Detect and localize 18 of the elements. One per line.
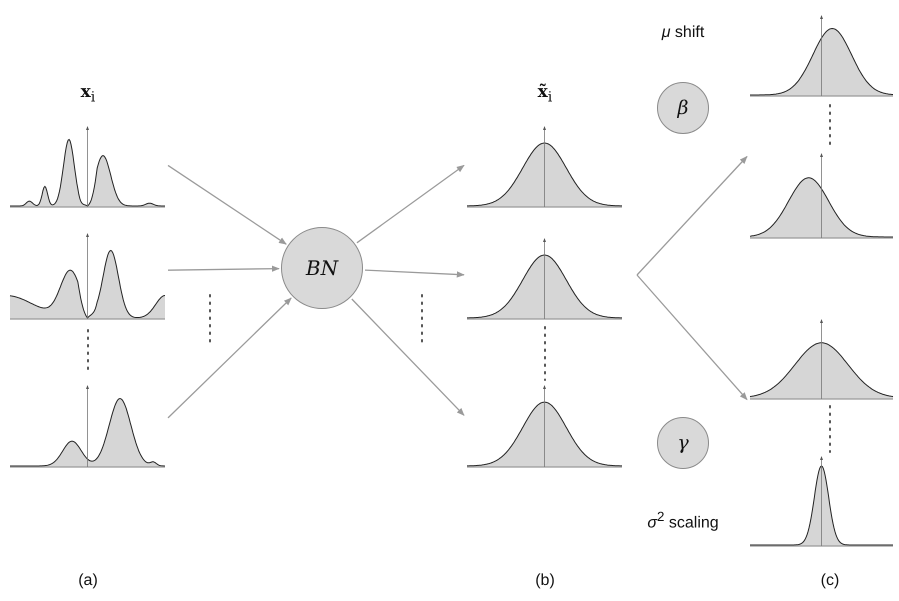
panel-label: (c) [820,572,840,590]
arrow [356,164,465,244]
variable-heading: x̃$_{i}$ [538,82,552,106]
arrow [636,156,748,276]
arrow [168,164,287,245]
arrow [364,269,465,278]
parameter-circle: γ [657,417,709,469]
batch-norm-circle: BN [281,227,363,309]
parameter-caption: μ shift [662,24,704,42]
panel-label: (b) [535,572,555,590]
arrow [168,266,280,272]
parameter-caption: σ$^{2}$ scaling [647,509,719,532]
panel-label: (a) [78,572,98,590]
arrow [168,297,292,418]
variable-heading: x$_{i}$ [80,82,96,106]
arrow [636,274,748,400]
parameter-circle: β [657,82,709,134]
arrow [351,298,465,416]
